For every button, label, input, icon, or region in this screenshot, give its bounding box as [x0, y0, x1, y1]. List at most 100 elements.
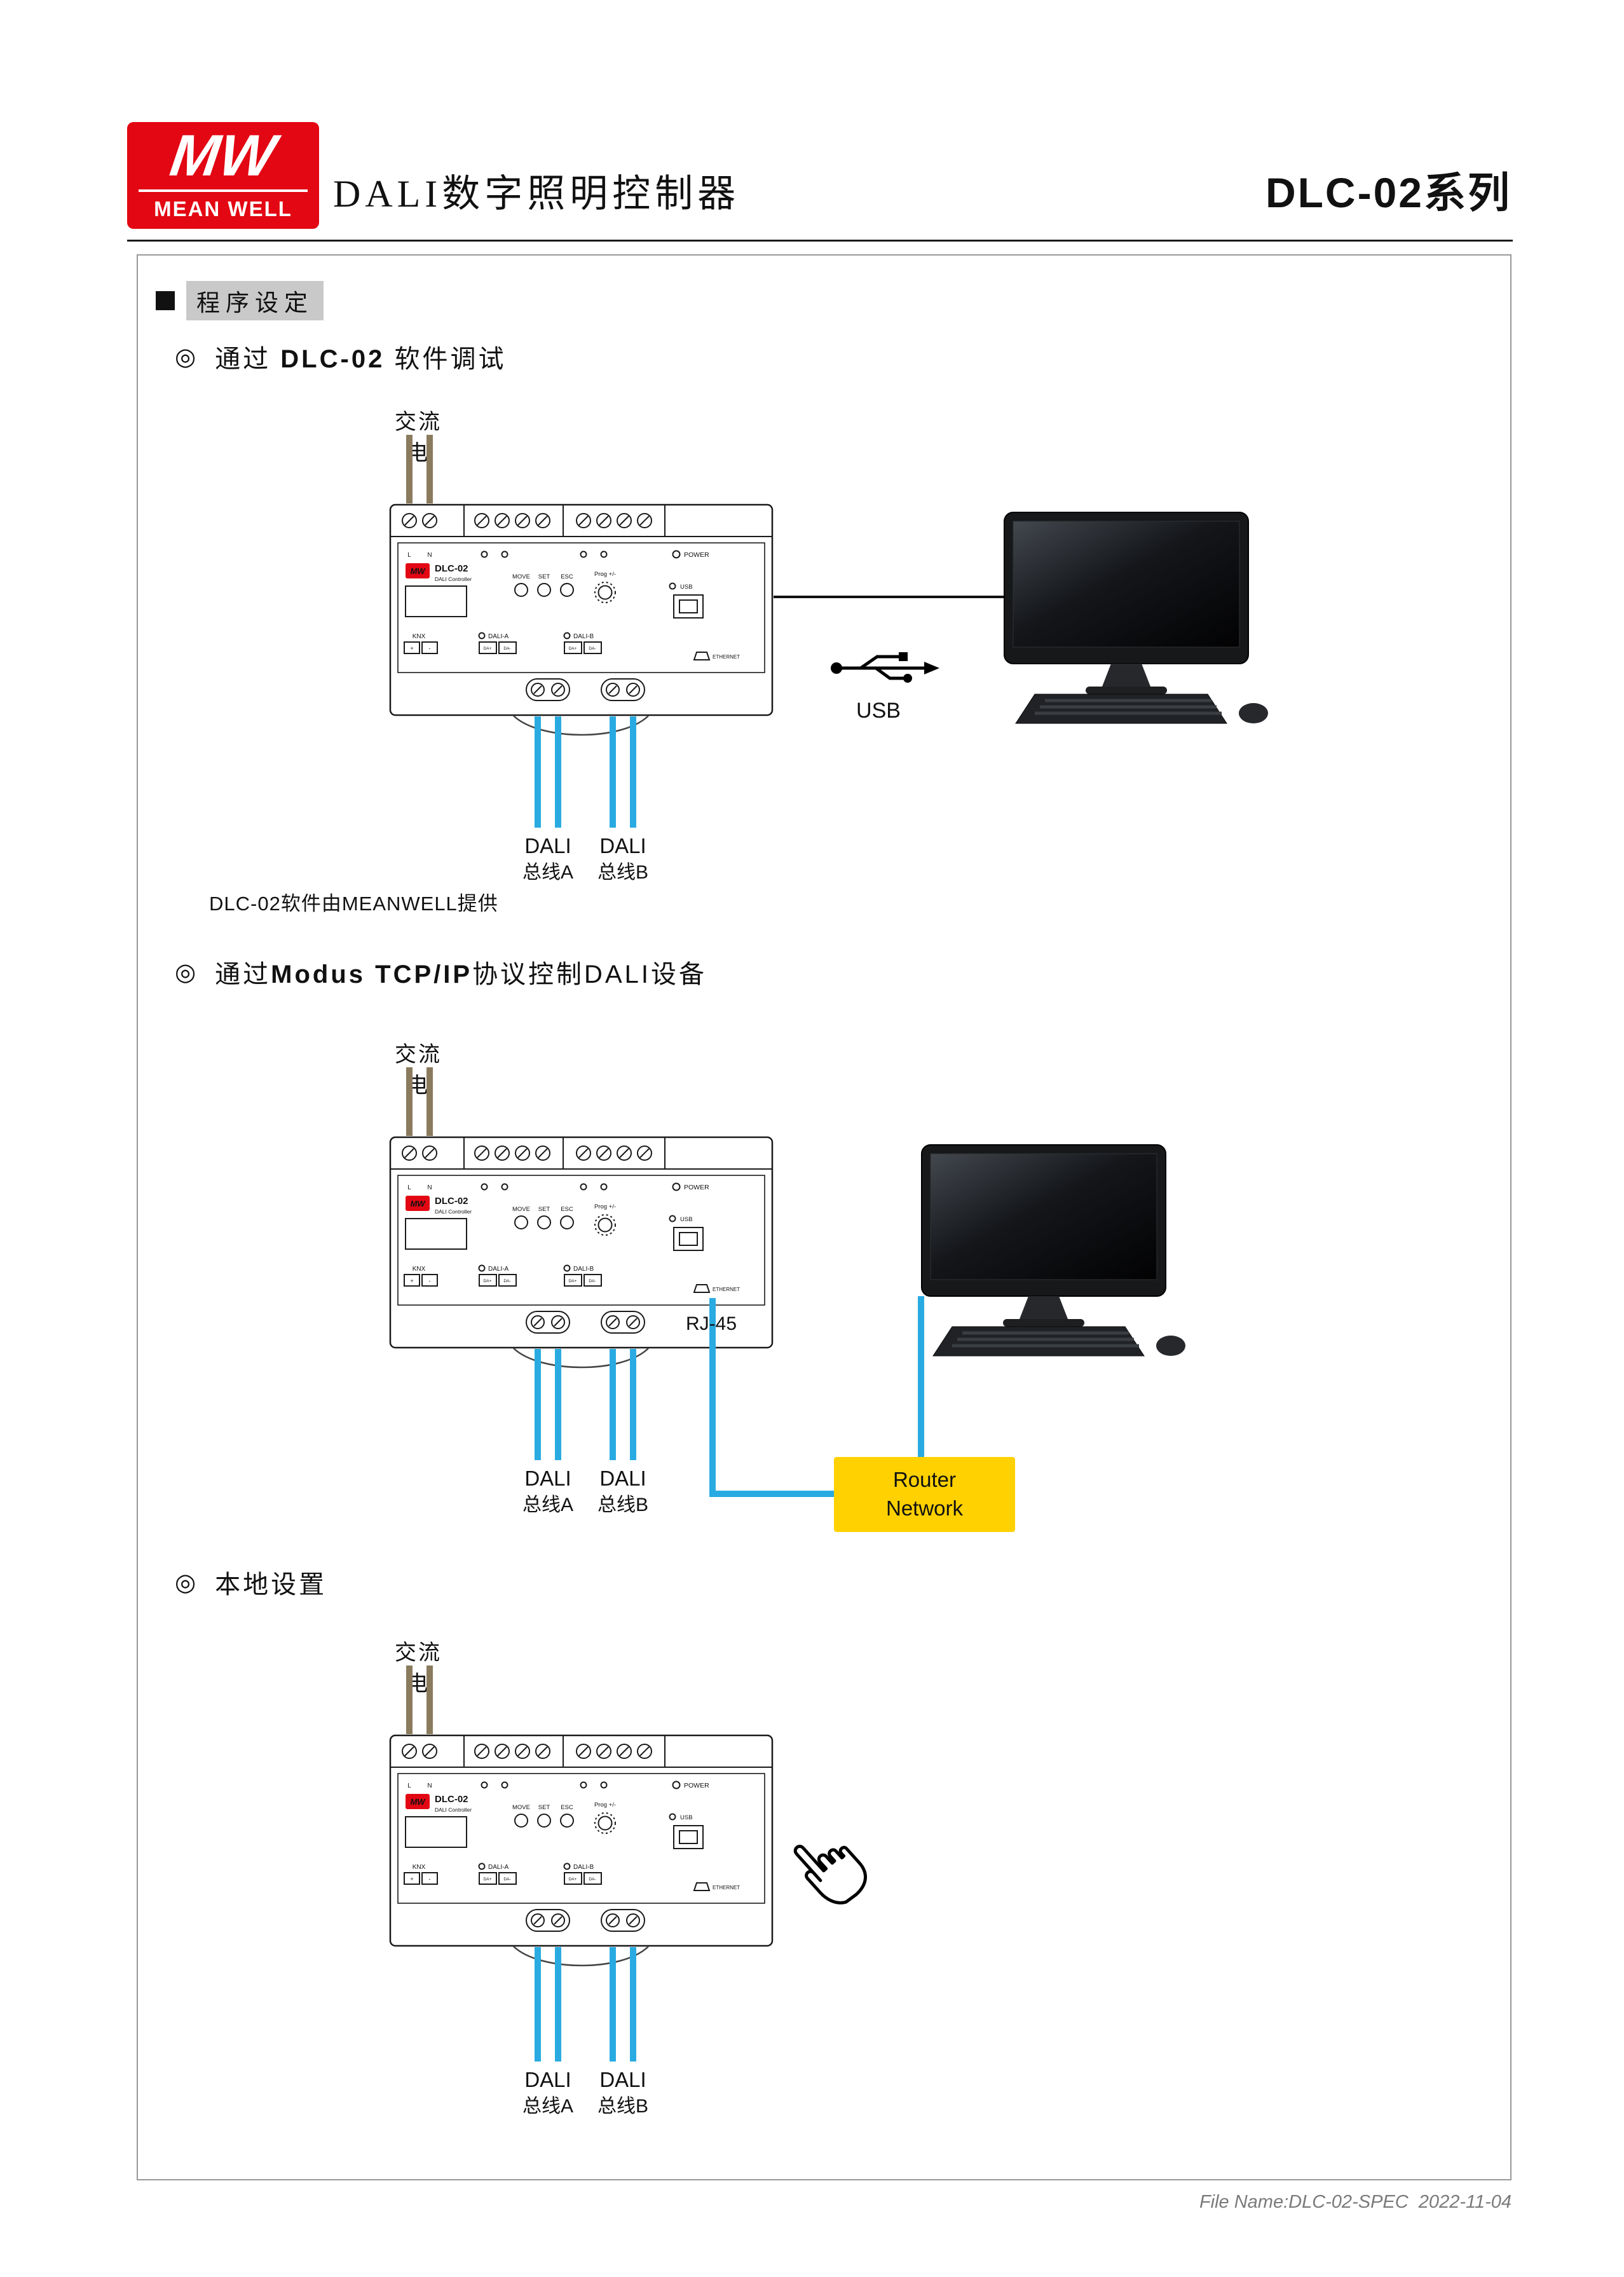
- dali-b-label: DALI-B: [573, 633, 594, 640]
- dali-a-label: DALI-A: [488, 1864, 509, 1871]
- knx-terminals: [404, 1872, 438, 1885]
- dali-a-plus-label: DA+: [484, 646, 492, 651]
- desktop-computer-illustration: [921, 1144, 1185, 1357]
- device-subtitle-label: DALI Controller: [435, 576, 472, 582]
- keyboard: [932, 1326, 1145, 1357]
- dali-a-terminals: [479, 1274, 517, 1287]
- rj45-cable: [709, 1298, 716, 1494]
- dali-bus-b-wire: [630, 1349, 636, 1460]
- device-model-label: DLC-02: [435, 563, 468, 574]
- dali-b-plus-label: DA+: [569, 1279, 577, 1283]
- dlc02-device-3: L N POWER MW DLC-02 DALI Controller MOVE…: [389, 1734, 774, 1973]
- ac-power-label: 交流电: [395, 1043, 442, 1098]
- section-title-text: 程序设定: [186, 281, 324, 320]
- subsection-text: 通过 DLC-02 软件调试: [215, 345, 507, 373]
- dali-bus-a-wire: [555, 1947, 561, 2062]
- dlc02-device-2: L N POWER MW DLC-02 DALI Controller MOVE…: [389, 1136, 774, 1374]
- device-subtitle-label: DALI Controller: [435, 1208, 472, 1215]
- hand-cursor-icon: [793, 1845, 867, 1904]
- page-title: DALI数字照明控制器: [333, 173, 740, 215]
- knx-plus-label: +: [410, 1876, 413, 1882]
- prog-knob-label: Prog +/-: [594, 1802, 616, 1809]
- ac-wire: [426, 1067, 433, 1136]
- prog-knob-label: Prog +/-: [594, 571, 616, 578]
- dali-a-led: [478, 1863, 486, 1870]
- dali-b-plus-label: DA+: [569, 646, 577, 651]
- meanwell-logo: MW MEAN WELL: [127, 122, 319, 229]
- dali-a-led: [478, 632, 486, 639]
- monitor-stand: [1020, 1296, 1068, 1319]
- status-leds: [481, 1182, 681, 1191]
- bottom-terminal-ovals: [526, 1909, 645, 1932]
- computer-1: [993, 510, 1279, 732]
- dali-b-minus-label: DA-: [589, 1877, 596, 1882]
- prog-knob: [594, 1812, 616, 1834]
- esc-button-label: ESC: [561, 1804, 573, 1811]
- ethernet-label: ETHERNET: [713, 1287, 740, 1292]
- mw-logo-small: [406, 563, 430, 578]
- dlc02-device-1: L N POWER MW DLC-02 DALI Controller MOVE…: [389, 503, 774, 742]
- file-info: File Name:DLC-02-SPEC 2022-11-04: [1199, 2192, 1511, 2212]
- ethernet-icon: [693, 1284, 711, 1293]
- keyboard-keys: [952, 1331, 1139, 1348]
- move-set-esc-buttons: [514, 1814, 574, 1828]
- router-label: Router: [892, 1468, 957, 1492]
- dali-b-terminals: [564, 641, 602, 654]
- dali-b-label: DALI-B: [573, 1864, 594, 1871]
- set-button-label: SET: [538, 1206, 550, 1213]
- dali-a-label: DALI-A: [488, 633, 509, 640]
- usb-led: [669, 582, 676, 590]
- mouse: [1239, 703, 1268, 723]
- monitor-screen: [930, 1153, 1157, 1280]
- prog-knob: [594, 582, 616, 603]
- status-leds: [481, 1781, 681, 1789]
- dali-b-led: [563, 632, 571, 639]
- move-button-label: MOVE: [512, 1206, 530, 1213]
- top-terminal-strip: [390, 1137, 772, 1170]
- keyboard-keys: [1035, 699, 1222, 715]
- knx-terminals: [404, 1274, 438, 1287]
- set-button-label: SET: [538, 573, 550, 580]
- usb-cable-line: [774, 596, 1007, 598]
- dali-a-label: DALI-A: [488, 1266, 509, 1273]
- keyboard: [1015, 694, 1227, 724]
- usb-port-label: USB: [680, 584, 693, 591]
- dali-bus-a-wire: [535, 1947, 541, 2062]
- dali-a-terminals: [479, 1872, 517, 1885]
- device-model-label: DLC-02: [435, 1196, 468, 1207]
- din-clip-arc: [513, 1946, 649, 1967]
- router-network-box: Router Network: [834, 1457, 1015, 1532]
- move-button-label: MOVE: [512, 573, 530, 580]
- ac-power-label: 交流电: [395, 1641, 442, 1696]
- usb-port-label: USB: [680, 1814, 693, 1821]
- monitor-base: [1003, 1319, 1084, 1327]
- usb-port: [673, 1825, 704, 1849]
- move-set-esc-buttons: [514, 583, 574, 597]
- ac-wire: [406, 435, 413, 503]
- rj45-label: RJ-45: [686, 1313, 737, 1334]
- terminal-l-label: L: [407, 1782, 411, 1789]
- usb-port: [673, 594, 704, 619]
- usb-led: [669, 1215, 676, 1222]
- black-square-icon: [156, 291, 175, 310]
- knx-terminals: [404, 641, 438, 654]
- status-leds: [481, 550, 681, 559]
- knx-minus-label: -: [429, 645, 431, 652]
- move-set-esc-buttons: [514, 1215, 574, 1229]
- move-button-label: MOVE: [512, 1804, 530, 1811]
- device-subtitle-label: DALI Controller: [435, 1807, 472, 1813]
- header-divider: [127, 240, 1513, 242]
- dali-a-minus-label: DA-: [503, 646, 510, 651]
- usb-symbol-icon: [831, 652, 939, 683]
- bottom-terminal-ovals: [526, 678, 645, 701]
- network-label: Network: [885, 1496, 964, 1520]
- subsection-title-local: ◎ 本地设置: [175, 1564, 327, 1601]
- monitor-screen: [1013, 521, 1240, 648]
- usb-label: USB: [856, 699, 901, 723]
- dali-bus-b-wire: [610, 1947, 616, 2062]
- monitor-stand: [1102, 664, 1150, 687]
- knx-label: KNX: [413, 1266, 426, 1273]
- dali-bus-a-wire: [555, 716, 561, 828]
